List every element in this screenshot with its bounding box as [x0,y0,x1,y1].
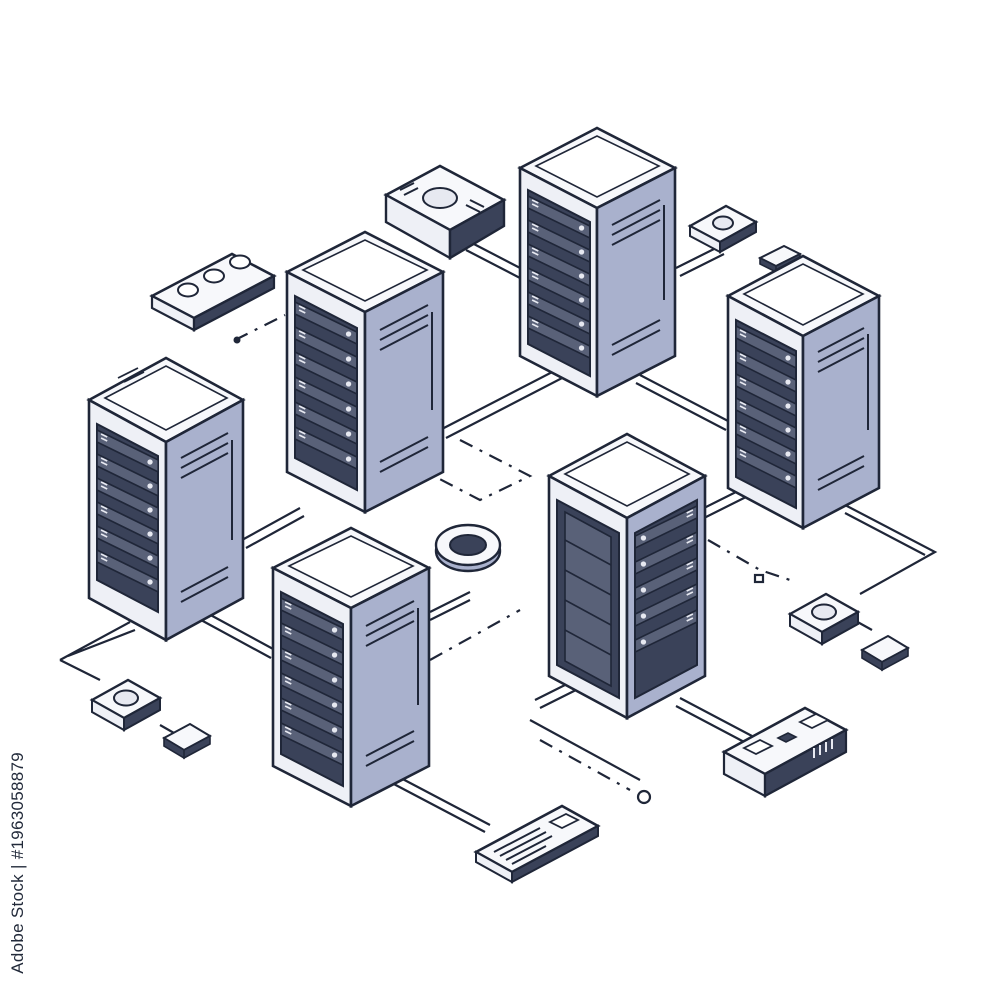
connector-node [787,592,911,672]
server-tower-left-lower [86,356,246,643]
server-tower-back-center [517,126,678,399]
server-tower-right-upper [725,254,882,531]
power-strip-device [721,706,849,798]
stock-id-watermark: Adobe Stock | #1963058879 [8,752,27,974]
server-tower-left-upper [284,230,446,515]
router-device [383,164,507,261]
server-tower-right-lower [546,432,708,721]
hub-device [149,252,277,332]
cable-junction-ring [434,523,502,573]
server-tower-front-center [270,526,432,809]
cable-network [59,241,938,833]
keyboard-device [473,804,601,884]
connector-node-left [89,678,213,760]
